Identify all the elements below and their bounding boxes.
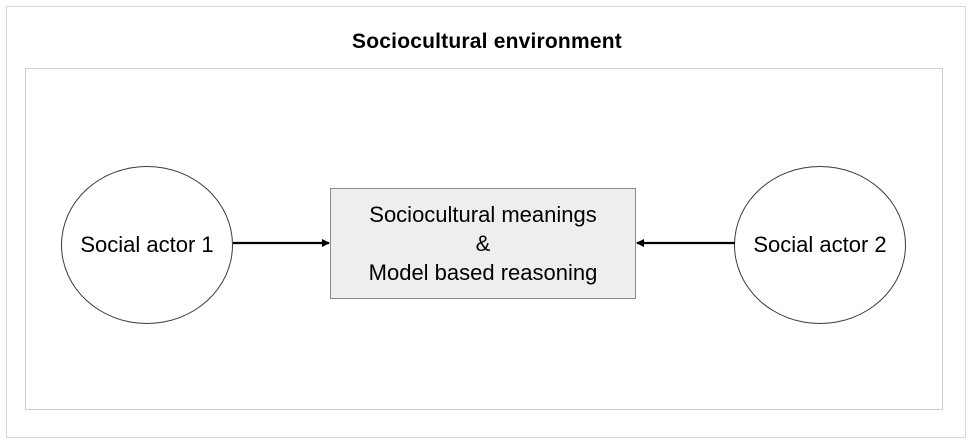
social-actor-1-node: Social actor 1 [61,166,233,324]
center-line-2: & [475,231,491,256]
diagram-title: Sociocultural environment [352,30,622,53]
social-actor-2-label: Social actor 2 [753,232,887,257]
social-actor-1-label: Social actor 1 [80,232,214,257]
meanings-reasoning-box: Sociocultural meanings & Model based rea… [330,188,636,299]
center-line-1: Sociocultural meanings [369,202,597,227]
sociocultural-environment-frame [25,68,943,410]
center-line-3: Model based reasoning [368,260,598,285]
social-actor-2-node: Social actor 2 [734,166,906,324]
